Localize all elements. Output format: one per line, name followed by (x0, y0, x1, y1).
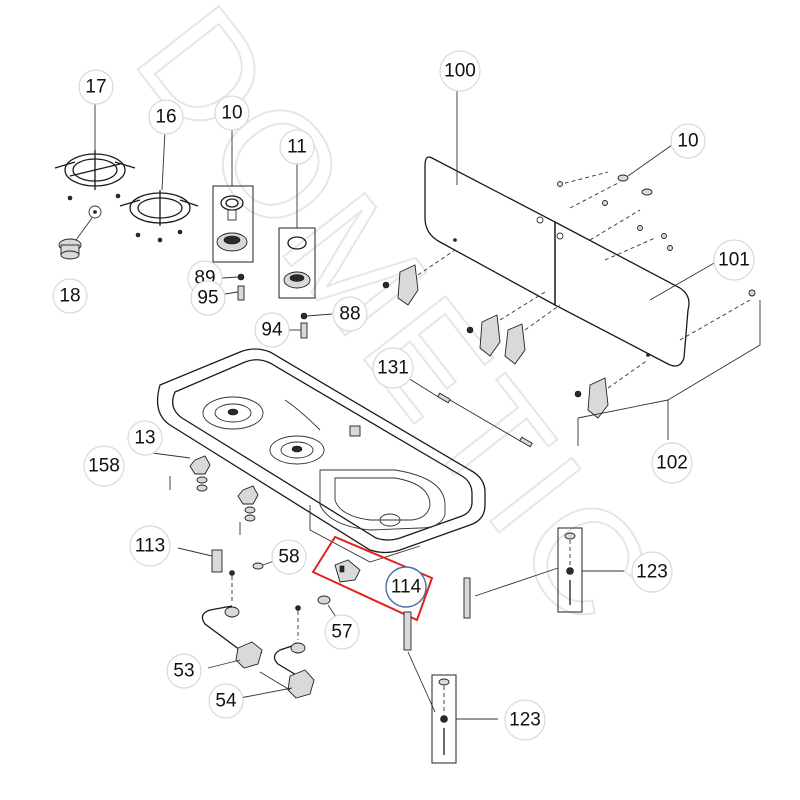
label-54-text: 54 (215, 691, 237, 712)
label-88-text: 88 (339, 304, 360, 325)
label-17: 17 (78, 69, 114, 105)
hinges (382, 249, 756, 419)
label-114: 114 (385, 566, 427, 608)
label-11: 11 (279, 129, 315, 165)
ignition-parts-13 (144, 451, 259, 535)
hob-sink-unit (156, 348, 486, 563)
bolt-small-114 (403, 611, 436, 713)
label-123-upper-text: 123 (636, 562, 668, 583)
bracket-102 (577, 300, 761, 446)
gas-valves-53-54 (201, 605, 315, 699)
label-10-right: 10 (670, 123, 706, 159)
knob-18 (58, 205, 102, 260)
label-114-text: 114 (391, 577, 422, 598)
label-11-text: 11 (287, 137, 307, 158)
label-94: 94 (254, 312, 290, 348)
label-18-text: 18 (59, 286, 80, 307)
bolt-box-123-upper (463, 527, 624, 619)
label-10-right-text: 10 (677, 131, 698, 152)
bolt-box-123-lower (431, 674, 498, 764)
gas-fittings (177, 547, 339, 640)
label-113-text: 113 (135, 536, 165, 557)
label-13-text: 13 (134, 428, 155, 449)
label-123-lower-text: 123 (509, 710, 541, 731)
label-102: 102 (651, 442, 693, 484)
label-16-text: 16 (155, 107, 176, 128)
label-101: 101 (713, 239, 755, 281)
label-18: 18 (52, 278, 88, 314)
label-17-text: 17 (85, 77, 106, 98)
label-158: 158 (83, 445, 125, 487)
label-10-top-text: 10 (221, 103, 242, 124)
label-102-text: 102 (656, 453, 688, 474)
label-57-text: 57 (331, 622, 352, 643)
part-114-highlight (311, 535, 434, 622)
label-13: 13 (127, 420, 163, 456)
pan-support-16 (119, 129, 199, 243)
small-parts-89-95 (221, 273, 245, 301)
label-123-upper: 123 (631, 551, 673, 593)
label-94-text: 94 (261, 320, 283, 341)
label-101-text: 101 (718, 250, 750, 271)
label-100-text: 100 (444, 61, 476, 82)
burner-cap-box-10 (212, 127, 254, 263)
pan-support-17 (54, 100, 136, 201)
screws-upper (557, 144, 673, 261)
label-131-text: 131 (377, 358, 409, 379)
label-95: 95 (190, 280, 226, 316)
label-123-lower: 123 (504, 699, 546, 741)
label-10-top: 10 (214, 95, 250, 131)
highlight-outline (311, 535, 434, 622)
label-158-text: 158 (88, 456, 120, 477)
burner-cap-box-11 (278, 160, 316, 299)
label-57: 57 (324, 614, 360, 650)
studs-131 (407, 377, 533, 448)
glass-lid-101 (554, 220, 717, 367)
label-131: 131 (372, 347, 414, 389)
label-53: 53 (166, 653, 202, 689)
glass-lid-100 (424, 85, 556, 307)
label-88: 88 (332, 296, 368, 332)
label-54: 54 (208, 683, 244, 719)
label-58: 58 (271, 539, 307, 575)
label-95-text: 95 (197, 288, 218, 309)
label-16: 16 (148, 99, 184, 135)
small-parts-88-94 (288, 312, 333, 339)
label-58-text: 58 (278, 547, 299, 568)
label-53-text: 53 (173, 661, 194, 682)
label-100: 100 (439, 50, 481, 92)
label-113: 113 (129, 525, 171, 567)
